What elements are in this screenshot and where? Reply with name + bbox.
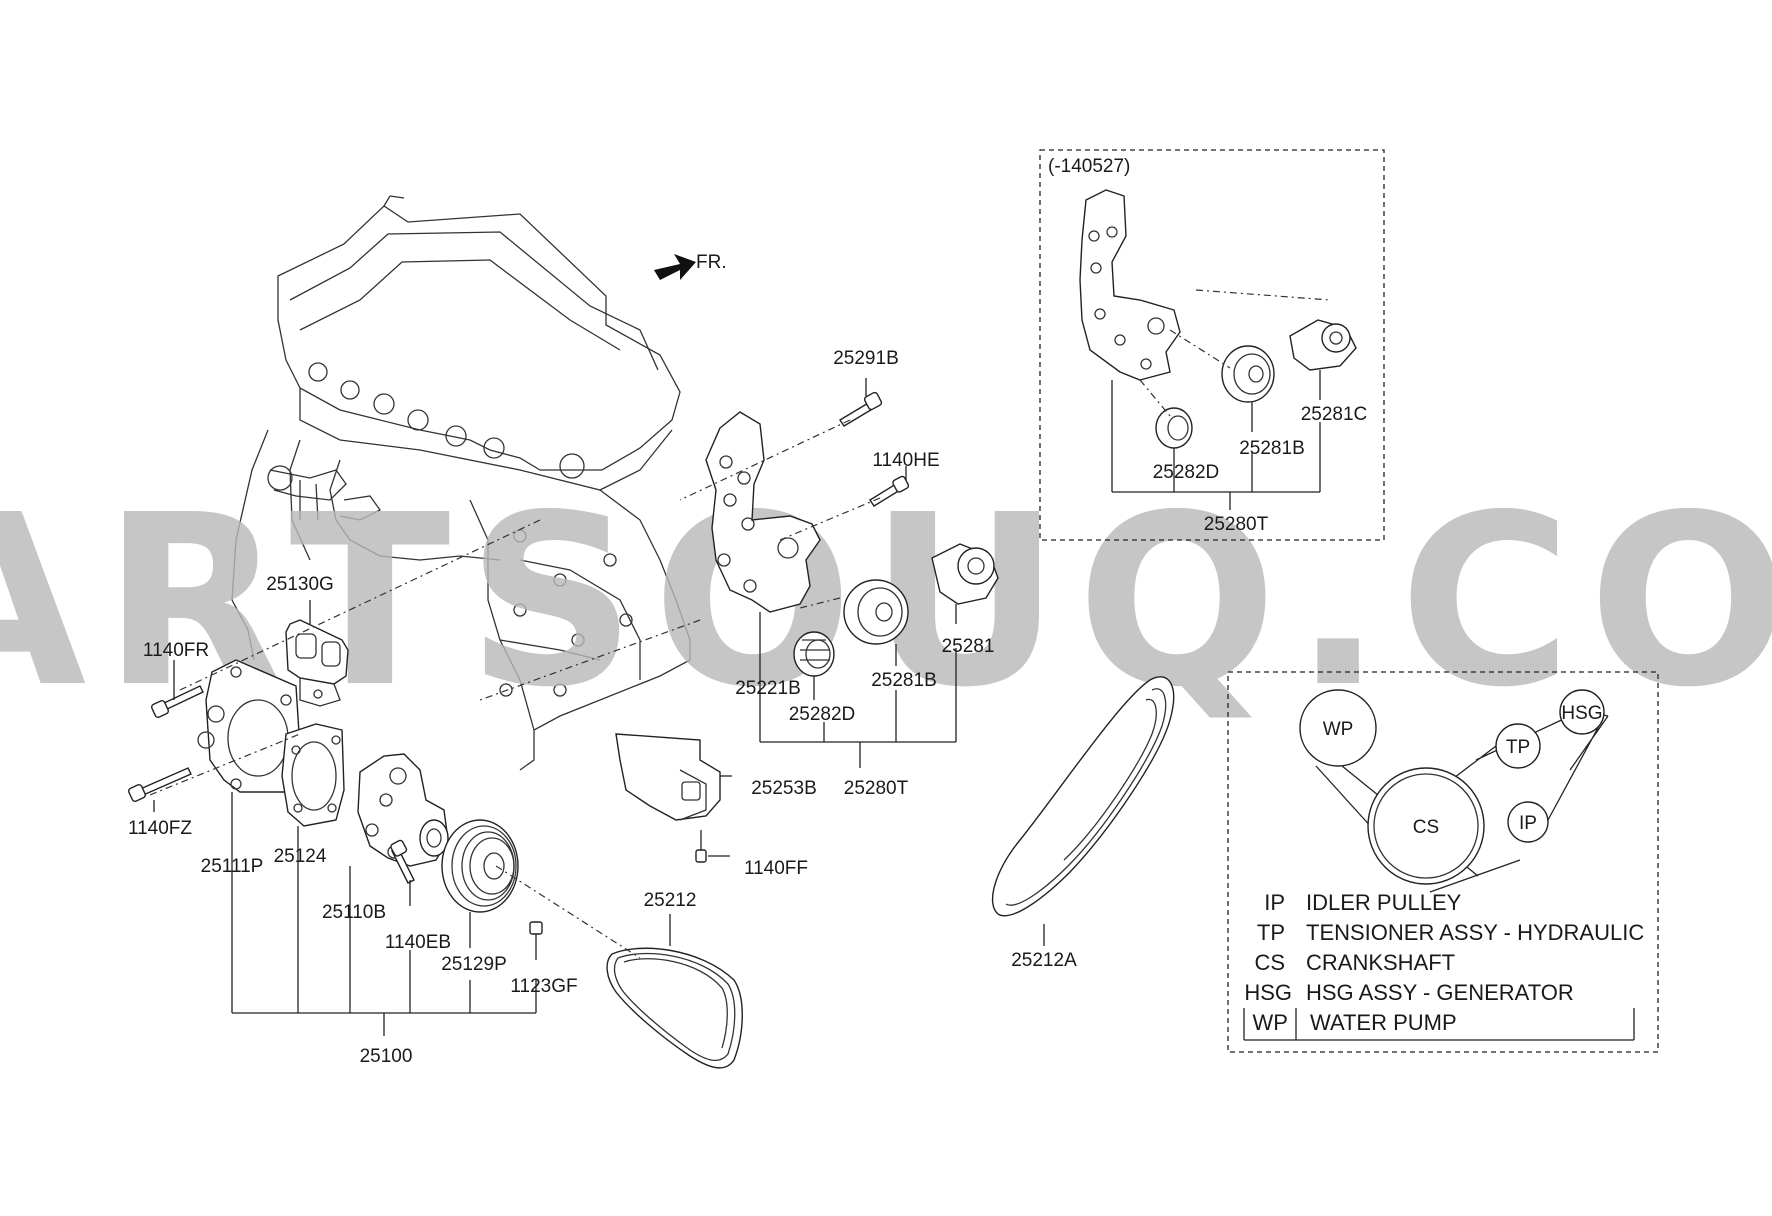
part-label-1140eb: 1140EB: [385, 932, 451, 953]
legend-desc: HSG ASSY - GENERATOR: [1306, 980, 1574, 1005]
legend-code: HSG: [1244, 980, 1292, 1005]
pulley-25129p: [441, 819, 519, 913]
part-label-25111p: 25111P: [201, 856, 264, 877]
inset-label-25280t: 25280T: [1204, 514, 1269, 535]
tensioner-25281: [931, 543, 999, 605]
front-arrow-marker: FR.: [654, 252, 727, 280]
legend-code: CS: [1254, 950, 1285, 975]
part-label-25100: 25100: [360, 1046, 413, 1067]
legend-desc: WATER PUMP: [1310, 1010, 1457, 1035]
inset-title: (-140527): [1048, 156, 1130, 177]
legend-desc: CRANKSHAFT: [1306, 950, 1455, 975]
engine-block: [231, 195, 691, 771]
part-label-1123gf: 1123GF: [510, 976, 577, 997]
pulley-hsg-icon: [1559, 689, 1605, 735]
pulley-tp-icon: [1495, 723, 1541, 769]
legend-code: WP: [1253, 1010, 1288, 1035]
inset-label-25281c: 25281C: [1301, 404, 1368, 425]
pulley-cs-label: CS: [1413, 817, 1439, 838]
part-label-25130g: 25130G: [266, 574, 334, 595]
bolt-1140ff: [695, 830, 707, 863]
legend-code: TP: [1257, 920, 1285, 945]
inset-label-25282d: 25282D: [1153, 462, 1220, 483]
water-pump-assembly: [127, 519, 743, 1069]
inset-idler-25282d: [1155, 407, 1193, 449]
part-label-25124: 25124: [274, 846, 327, 867]
part-label-25110b: 25110B: [322, 902, 386, 923]
part-labels: 25291B 1140HE 25130G 1140FR 1140FZ 25111…: [128, 348, 1367, 1067]
legend-desc: IDLER PULLEY: [1306, 890, 1462, 915]
bolt-25291b: [839, 391, 883, 427]
part-label-25221b: 25221B: [735, 678, 801, 699]
belt-25212: [606, 947, 743, 1069]
part-label-1140fr: 1140FR: [143, 640, 209, 661]
pulley-cs-icon: [1367, 767, 1485, 885]
part-label-25212: 25212: [644, 890, 697, 911]
part-label-25281b: 25281B: [871, 670, 937, 691]
bolt-1140eb: [390, 839, 415, 884]
inset-label-25281b: 25281B: [1239, 438, 1305, 459]
legend-desc: TENSIONER ASSY - HYDRAULIC: [1306, 920, 1644, 945]
idler-25281b: [843, 579, 909, 645]
belt-25212a: [991, 676, 1175, 946]
front-arrow-icon: [654, 254, 696, 280]
legend-code: IP: [1264, 890, 1285, 915]
part-label-1140he: 1140HE: [872, 450, 939, 471]
part-label-25253b: 25253B: [751, 778, 817, 799]
part-label-25281: 25281: [942, 636, 995, 657]
pulley-cs-inner: [1373, 773, 1479, 879]
tensioner-bracket-assembly: [479, 378, 999, 863]
legend: IP IDLER PULLEY TP TENSIONER ASSY - HYDR…: [1243, 890, 1644, 1041]
bolt-1140fz: [127, 767, 192, 803]
inset-tensioner-25281c: [1289, 319, 1357, 371]
gasket-25124: [281, 723, 345, 827]
front-marker-label: FR.: [696, 252, 727, 273]
idler-25282d: [793, 631, 835, 677]
part-label-25280t: 25280T: [844, 778, 909, 799]
bolt-1140he: [869, 475, 910, 507]
bolt-1123gf: [529, 921, 543, 944]
part-label-25212a: 25212A: [1011, 950, 1077, 971]
pulley-ip-icon: [1507, 801, 1549, 843]
part-label-25282d: 25282D: [789, 704, 856, 725]
bolt-1140fr: [150, 685, 204, 719]
inset-idler-25281b: [1221, 345, 1275, 403]
gasket-25130g: [285, 619, 349, 707]
pulley-hsg-label: HSG: [1561, 703, 1602, 724]
part-label-25291b: 25291B: [833, 348, 899, 369]
pulley-tp-label: TP: [1506, 737, 1530, 758]
pulley-ip-label: IP: [1519, 813, 1537, 834]
pulley-wp-label: WP: [1323, 719, 1354, 740]
part-label-1140fz: 1140FZ: [128, 818, 192, 839]
bracket-25253b: [615, 733, 721, 821]
inset-variant-box: (-140527): [1039, 149, 1385, 541]
bracket-25221b: [705, 411, 821, 613]
inset-bracket: [1079, 189, 1181, 381]
part-label-1140ff: 1140FF: [744, 858, 808, 879]
part-label-25129p: 25129P: [441, 954, 507, 975]
belt-routing-box: WP CS TP HSG IP IP IDLER PULLEY TP TENSI…: [1227, 671, 1659, 1053]
pulley-wp-icon: [1299, 689, 1377, 767]
